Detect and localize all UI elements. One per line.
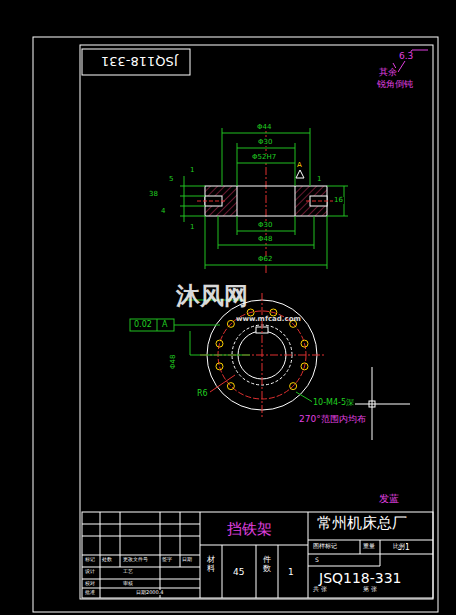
drawing-text: 1 [189,224,195,231]
drawing-text: 材料 [206,556,216,574]
drawing-text: 45 [232,568,245,577]
drawing-text: Φ30 [257,139,273,146]
tapped-hole [227,320,234,327]
drawing-text: 挡铁架 [226,522,273,537]
drawing-text: Φ30 [257,222,273,229]
tapped-hole [216,340,223,347]
tapped-hole [227,383,234,390]
drawing-text: 审核 [122,581,134,586]
drawing-text: 常州机床总厂 [316,516,408,531]
drawing-text: Φ44 [256,124,272,131]
drawing-text: A [161,321,168,329]
drawing-text: www.mfcad.com [235,316,302,323]
drawing-text: 更改文件号 [122,557,149,562]
drawing-text: Φ52H7 [251,154,277,161]
drawing-text: 重量 [362,543,376,549]
drawing-text: 0.02 [133,321,153,329]
drawing-text: 10-M4-5深 [312,399,355,407]
drawing-text: 16 [333,197,344,204]
drawing-text: 沐风网 [175,284,249,308]
drawing-text: 处数 [101,557,113,562]
drawing-text: 图样标记 [312,543,338,549]
drawing-text: 共 张 [312,586,328,592]
drawing-text: 日期2000.4 [135,590,165,595]
tapped-hole [216,363,223,370]
drawing-text: Φ48 [170,354,177,370]
drawing-text: 标记 [84,557,96,562]
drawing-text: 件数 [262,556,272,574]
drawing-text: 其余 [378,68,398,77]
drawing-text: S [314,557,320,563]
drawing-text: 4 [160,208,166,215]
drawing-text: 6.3 [398,52,414,61]
drawing-text: 锐角倒钝 [376,80,414,89]
drawing-text: Φ48 [257,236,273,243]
drawing-text: R6 [196,390,209,398]
tapped-hole [247,309,254,316]
drawing-text: 发蓝 [378,494,400,504]
drawing-text: 比例 [392,543,406,549]
tapped-hole [301,340,308,347]
drawing-text: 工艺 [122,569,134,574]
drawing-text: 签字 [161,557,173,562]
drawing-text: JSQ118-331 [100,55,179,68]
drawing-text: 日期 [181,557,193,562]
drawing-text: 1 [189,167,195,174]
drawing-text: 270°范围内均布 [298,415,367,424]
drawing-text: A [296,162,303,169]
tapped-hole [270,309,277,316]
drawing-text: 第 张 [362,586,378,592]
drawing-text: 设计 [84,569,96,574]
drawing-text: 38 [148,191,159,198]
drawing-text: Φ62 [257,256,273,263]
drawing-text: JSQ118-331 [318,571,403,585]
drawing-text: 批准 [84,590,96,595]
tapped-hole [290,383,297,390]
drawing-text: 1 [316,176,322,183]
drawing-text: 校对 [84,581,96,586]
drawing-text: 1 [287,568,295,577]
tapped-hole [301,363,308,370]
drawing-text: 5 [168,176,174,183]
